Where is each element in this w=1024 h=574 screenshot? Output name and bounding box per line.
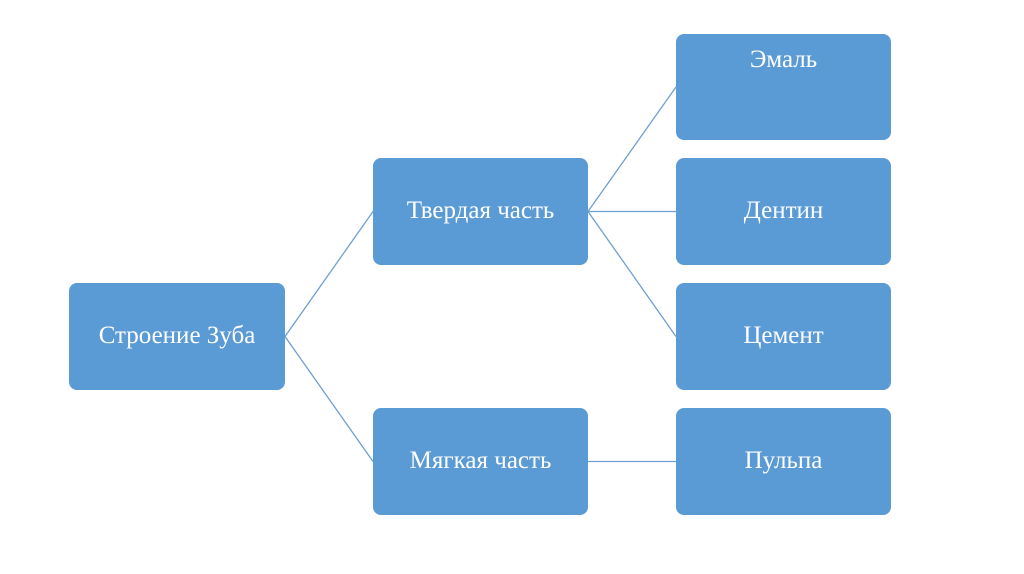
node-dentin: Дентин [676,158,891,265]
node-cement-label: Цемент [743,322,824,350]
connector-hard-enamel [587,86,677,212]
connector-hard-cement [587,211,677,337]
node-enamel: Эмаль [676,34,891,140]
node-cement: Цемент [676,283,891,390]
connector-root-soft [284,336,374,462]
node-pulp-label: Пульпа [744,447,823,475]
node-hard-part-label: Твердая часть [406,197,555,225]
connector-root-hard [284,211,374,337]
node-root: Строение Зуба [69,283,285,390]
node-pulp: Пульпа [676,408,891,515]
node-dentin-label: Дентин [743,197,824,225]
node-hard-part: Твердая часть [373,158,588,265]
node-soft-part: Мягкая часть [373,408,588,515]
node-root-label: Строение Зуба [98,322,256,350]
node-enamel-label: Эмаль [749,46,818,73]
node-soft-part-label: Мягкая часть [409,447,552,475]
